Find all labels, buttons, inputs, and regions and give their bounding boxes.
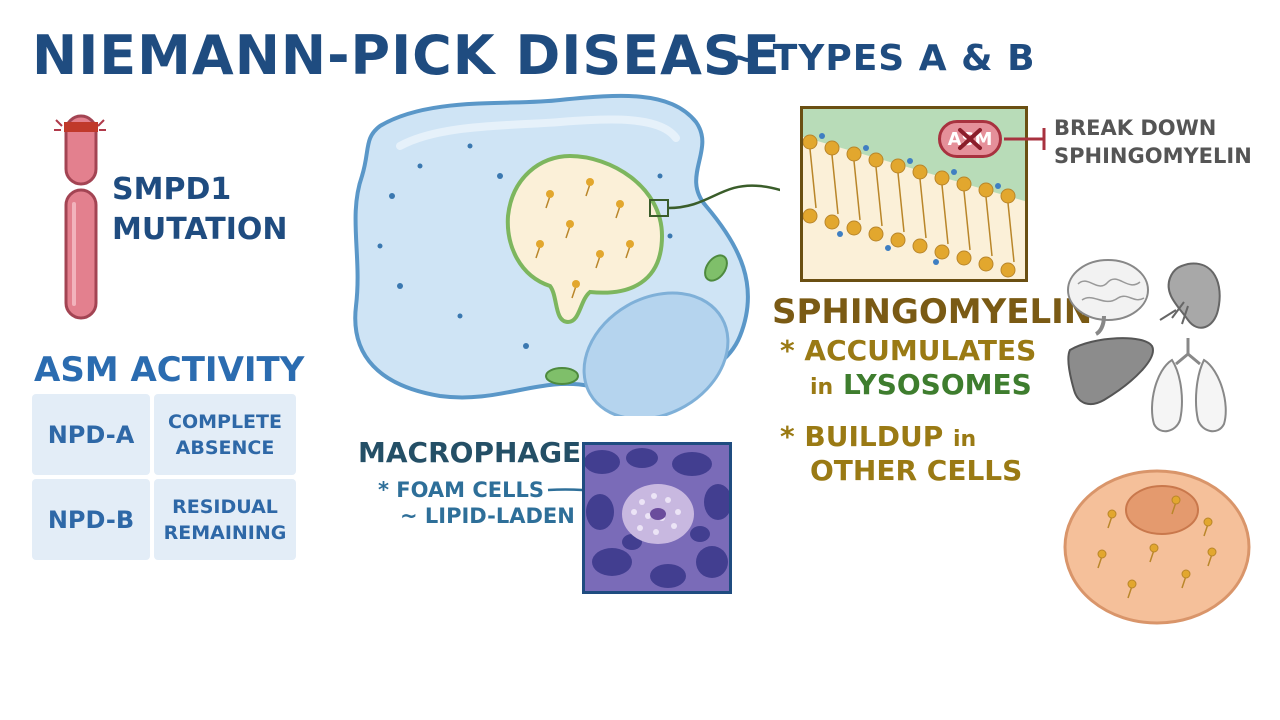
other-cell-illustration (1063, 469, 1251, 625)
bullet-star: * (780, 334, 795, 367)
npd-b-label: NPD-B (32, 479, 150, 560)
chromosome-icon (54, 114, 106, 320)
inhibition-arrow-icon (1004, 128, 1046, 150)
npd-b-value: RESIDUAL REMAINING (154, 479, 296, 560)
in-text: in (810, 375, 834, 400)
asm-activity-heading: ASM ACTIVITY (34, 350, 305, 390)
npd-a-value-line1: COMPLETE (168, 410, 282, 433)
lysosomes-text: LYSOSOMES (842, 368, 1032, 401)
mutation-label: MUTATION (112, 212, 288, 247)
blocked-x-icon (958, 128, 982, 150)
accumulates-text: ACCUMULATES (804, 334, 1037, 367)
npd-a-value: COMPLETE ABSENCE (154, 394, 296, 475)
other-cells-text: OTHER CELLS (810, 454, 1023, 487)
page-title: NIEMANN-PICK DISEASE (32, 24, 781, 87)
foam-cells-note: * FOAM CELLS (378, 478, 545, 502)
liver-icon (1067, 337, 1154, 406)
enzyme-function: BREAK DOWN SPHINGOMYELIN (1054, 114, 1252, 170)
lungs-icon (1151, 338, 1227, 433)
organs-illustration (1067, 259, 1227, 433)
sphingomyelin-point-1-line2: in LYSOSOMES (810, 368, 1032, 401)
page-subtitle: ~ TYPES A & B (728, 38, 1036, 79)
spleen-icon (1159, 262, 1221, 329)
bullet-star: * (780, 420, 795, 453)
enzyme-function-line2: SPHINGOMYELIN (1054, 144, 1252, 168)
npd-b-value-line1: RESIDUAL (172, 495, 278, 518)
macrophage-label: MACROPHAGE (358, 436, 582, 469)
brain-icon (1067, 259, 1149, 336)
npd-a-label: NPD-A (32, 394, 150, 475)
sphingomyelin-title: SPHINGOMYELIN (772, 292, 1093, 332)
mutation-gene: SMPD1 (112, 172, 232, 207)
macrophage-illustration (353, 93, 780, 416)
enzyme-function-line1: BREAK DOWN (1054, 116, 1217, 140)
npd-b-value-line2: REMAINING (163, 521, 287, 544)
in-text: in (953, 427, 977, 452)
sphingomyelin-point-2: * BUILDUP in (780, 420, 976, 453)
asm-activity-table: NPD-A COMPLETE ABSENCE NPD-B RESIDUAL RE… (32, 394, 296, 560)
sphingomyelin-point-1: * ACCUMULATES (780, 334, 1036, 367)
buildup-text: BUILDUP (804, 420, 944, 453)
npd-a-value-line2: ABSENCE (175, 436, 275, 459)
histology-image (582, 442, 732, 594)
lipid-laden-note: ~ LIPID-LADEN (400, 504, 575, 528)
